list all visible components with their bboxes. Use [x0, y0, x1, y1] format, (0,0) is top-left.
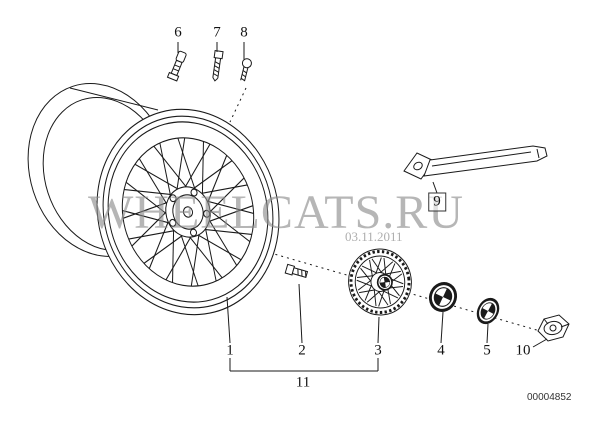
callout-leader-lines	[177, 42, 548, 372]
valve-stem-icon	[166, 50, 187, 82]
callout-1: 1	[226, 342, 234, 359]
cap-nut-icon	[537, 314, 570, 342]
wheel-bolt-icon	[284, 263, 309, 278]
stud-screw-icon	[212, 50, 224, 82]
callout-3: 3	[374, 342, 382, 359]
callout-9: 9	[428, 192, 446, 212]
callout-6: 6	[174, 24, 182, 41]
wheel-wrench-icon	[403, 145, 548, 180]
callout-7: 7	[213, 24, 221, 41]
callout-11: 11	[295, 374, 311, 391]
emblem-icon	[424, 277, 462, 317]
emblem-small-icon	[472, 294, 504, 328]
hub-cap-icon	[348, 248, 412, 316]
callout-10: 10	[515, 342, 531, 359]
alloy-wheel-icon	[27, 83, 280, 316]
callout-8: 8	[240, 24, 248, 41]
callout-5: 5	[483, 342, 491, 359]
callout-2: 2	[298, 342, 306, 359]
document-number: 00004852	[527, 392, 572, 403]
callout-4: 4	[437, 342, 445, 359]
small-screw-icon	[229, 58, 252, 123]
